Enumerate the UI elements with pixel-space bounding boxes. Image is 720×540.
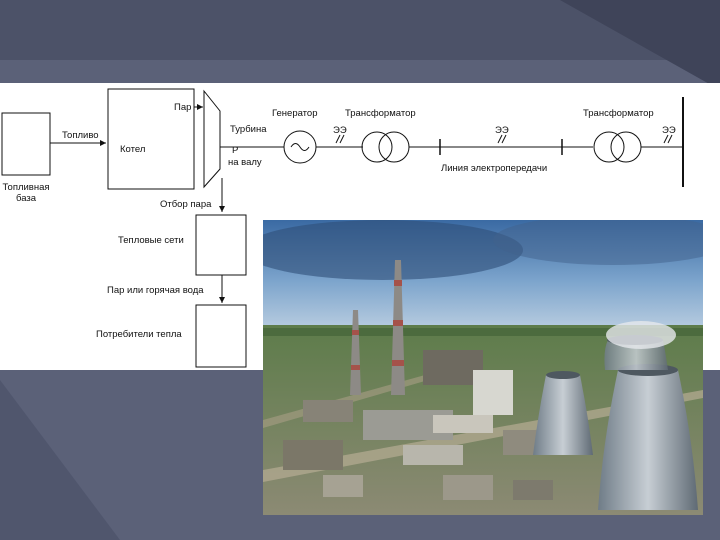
heat-networks-label: Тепловые сети bbox=[118, 235, 184, 246]
fuel-label: Топливо bbox=[62, 130, 99, 141]
heat-networks-box bbox=[195, 214, 247, 276]
turbine-label: Турбина bbox=[230, 124, 267, 135]
steam-or-hot-water-label: Пар или горячая вода bbox=[107, 285, 204, 296]
diagram-svg: Топливная база Топливо Котел Пар Турбина… bbox=[1, 88, 684, 368]
steam-extraction-label: Отбор пара bbox=[160, 199, 212, 210]
shaft-power-symbol: P bbox=[232, 145, 238, 156]
generator-label: Генератор bbox=[272, 108, 318, 119]
photo-illustration bbox=[263, 220, 703, 515]
fuel-base-label-line2: база bbox=[16, 193, 37, 204]
heat-consumers-box bbox=[195, 304, 247, 368]
steam-label: Пар bbox=[174, 102, 191, 113]
ee-label-3: ЭЭ bbox=[662, 125, 676, 136]
boiler-label: Котел bbox=[120, 144, 145, 155]
transformer-1-coil-a bbox=[361, 131, 393, 163]
heat-consumers-label: Потребители тепла bbox=[96, 329, 182, 340]
fuel-base-label-line1: Топливная bbox=[2, 182, 49, 193]
transformer-1-label: Трансформатор bbox=[345, 108, 416, 119]
transformer-1-coil-b bbox=[378, 131, 410, 163]
generator-wave bbox=[290, 143, 310, 151]
transformer-2-label: Трансформатор bbox=[583, 108, 654, 119]
power-plant-photo bbox=[263, 220, 703, 515]
transformer-2-coil-b bbox=[610, 131, 642, 163]
shaft-power-label: на валу bbox=[228, 157, 262, 168]
transformer-2-coil-a bbox=[593, 131, 625, 163]
fuel-base-box bbox=[1, 112, 51, 176]
boiler-box bbox=[107, 88, 195, 190]
turbine-shape bbox=[203, 89, 221, 189]
ee-label-1: ЭЭ bbox=[333, 125, 347, 136]
transmission-line-label: Линия электропередачи bbox=[441, 163, 547, 174]
ee-label-2: ЭЭ bbox=[495, 125, 509, 136]
